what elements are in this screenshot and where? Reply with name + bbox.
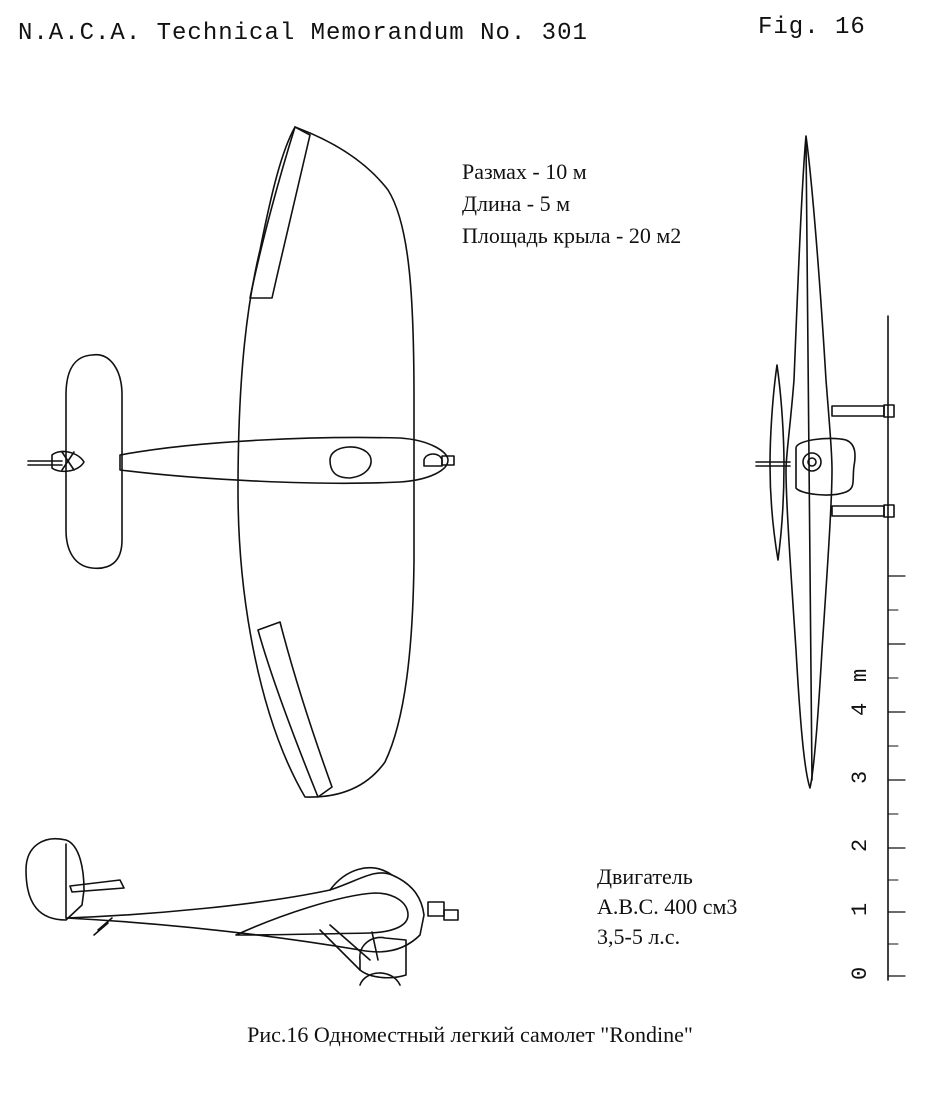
engine-block: Двигатель A.B.C. 400 см3 3,5-5 л.с. [597,862,737,952]
side-gear-struts [319,924,379,971]
front-gear-strut-lower [831,505,885,517]
spec-length: Длина - 5 м [462,191,571,216]
scale-tick-3: 3 [848,771,873,784]
side-view [25,838,459,986]
scale-unit: m [848,669,873,682]
front-propeller-hub [802,452,822,472]
engine-model: A.B.C. 400 см3 [597,894,738,919]
front-wing [785,135,833,789]
spec-wing-area: Площадь крыла - 20 м2 [462,223,682,248]
scale-bar [887,315,906,981]
plan-fuselage [119,436,449,485]
plan-tail-rudder [27,450,85,473]
side-fuselage [65,872,425,953]
side-engine [427,901,445,917]
side-tailplane [69,879,125,893]
memo-title: N.A.C.A. Technical Memorandum No. 301 [18,20,588,47]
scale-tick-4: 4 [848,703,873,716]
side-wheel [359,972,401,986]
side-tail-skid [93,917,113,936]
front-wheel-lower [883,504,895,518]
front-view [755,135,895,789]
front-fuselage [795,437,856,496]
side-cockpit [329,866,393,891]
plan-aileron-lower [257,621,333,798]
plan-horizontal-tail [65,353,123,570]
front-wheel-upper [883,404,895,418]
front-gear-strut-upper [831,405,885,417]
scale-tick-1: 1 [848,903,873,916]
side-rudder [25,838,85,921]
scale-tick-2: 2 [848,839,873,852]
front-horizontal-tail [769,364,785,561]
side-wing-section [235,892,409,936]
figure-label: Fig. 16 [758,14,866,41]
plan-view [27,126,455,798]
side-wheel-fairing [359,936,407,979]
front-tail-skid [755,461,791,467]
specifications-block: Размах - 10 м Длина - 5 м Площадь крыла … [462,156,681,252]
spec-wingspan: Размах - 10 м [462,159,587,184]
plan-wing [237,126,415,798]
plan-engine-cylinder [441,455,455,466]
plan-nose-engine [423,453,443,467]
side-engine-front [443,909,459,921]
engine-heading: Двигатель [597,864,693,889]
figure-caption: Рис.16 Одноместный легкий самолет "Rondi… [247,1022,693,1047]
engine-power: 3,5-5 л.с. [597,924,681,949]
front-propeller-center [807,457,817,467]
scale-tick-0: 0 [848,967,873,980]
plan-aileron-upper [249,126,311,299]
plan-cockpit [329,446,372,479]
